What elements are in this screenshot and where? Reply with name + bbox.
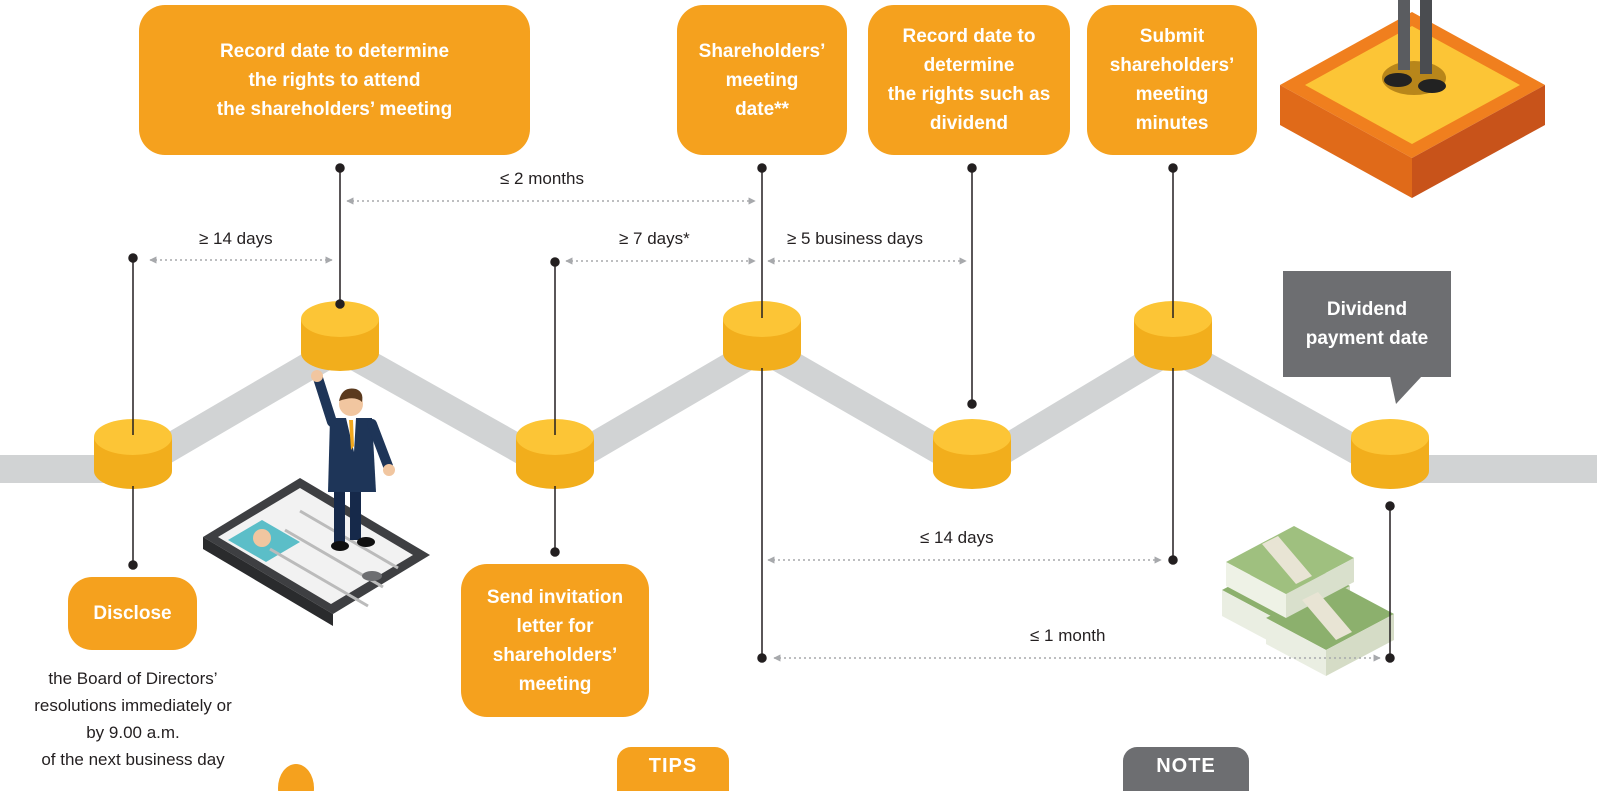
pedestal-illustration xyxy=(1280,0,1545,198)
cash-illustration xyxy=(1222,526,1394,676)
note-tab[interactable]: NOTE xyxy=(1123,747,1249,791)
tablet-illustration xyxy=(203,478,430,626)
dividend-callout-pointer xyxy=(1390,376,1422,404)
tips-tab[interactable]: TIPS xyxy=(617,747,729,791)
interval-arrows xyxy=(149,197,1381,662)
interval-seven-days: ≥ 7 days* xyxy=(619,229,690,248)
coin-dividend-payment xyxy=(1351,419,1429,489)
record-date-meeting-box: Record date to determine the rights to a… xyxy=(139,5,530,155)
interval-fourteen-days-min: ≥ 14 days xyxy=(199,229,273,248)
disclose-detail-text: the Board of Directors’ resolutions imme… xyxy=(34,669,232,769)
send-invitation-box: Send invitation letter for shareholders’… xyxy=(461,564,649,717)
interval-five-business-days: ≥ 5 business days xyxy=(787,229,923,248)
orange-dot xyxy=(278,764,314,791)
interval-one-month: ≤ 1 month xyxy=(1030,626,1106,645)
connectors xyxy=(128,163,1395,663)
interval-fourteen-days-max: ≤ 14 days xyxy=(920,528,994,547)
businessman-illustration xyxy=(311,370,395,551)
dividend-payment-box: Dividend payment date xyxy=(1283,271,1451,377)
coin-record-dividend xyxy=(933,419,1011,489)
meeting-date-box: Shareholders’ meeting date** xyxy=(677,5,847,155)
disclose-box: Disclose xyxy=(68,577,197,650)
coin-record-meeting xyxy=(301,301,379,371)
submit-minutes-box: Submit shareholders’ meeting minutes xyxy=(1087,5,1257,155)
interval-two-months: ≤ 2 months xyxy=(500,169,584,188)
record-date-dividend-box: Record date to determine the rights such… xyxy=(868,5,1070,155)
